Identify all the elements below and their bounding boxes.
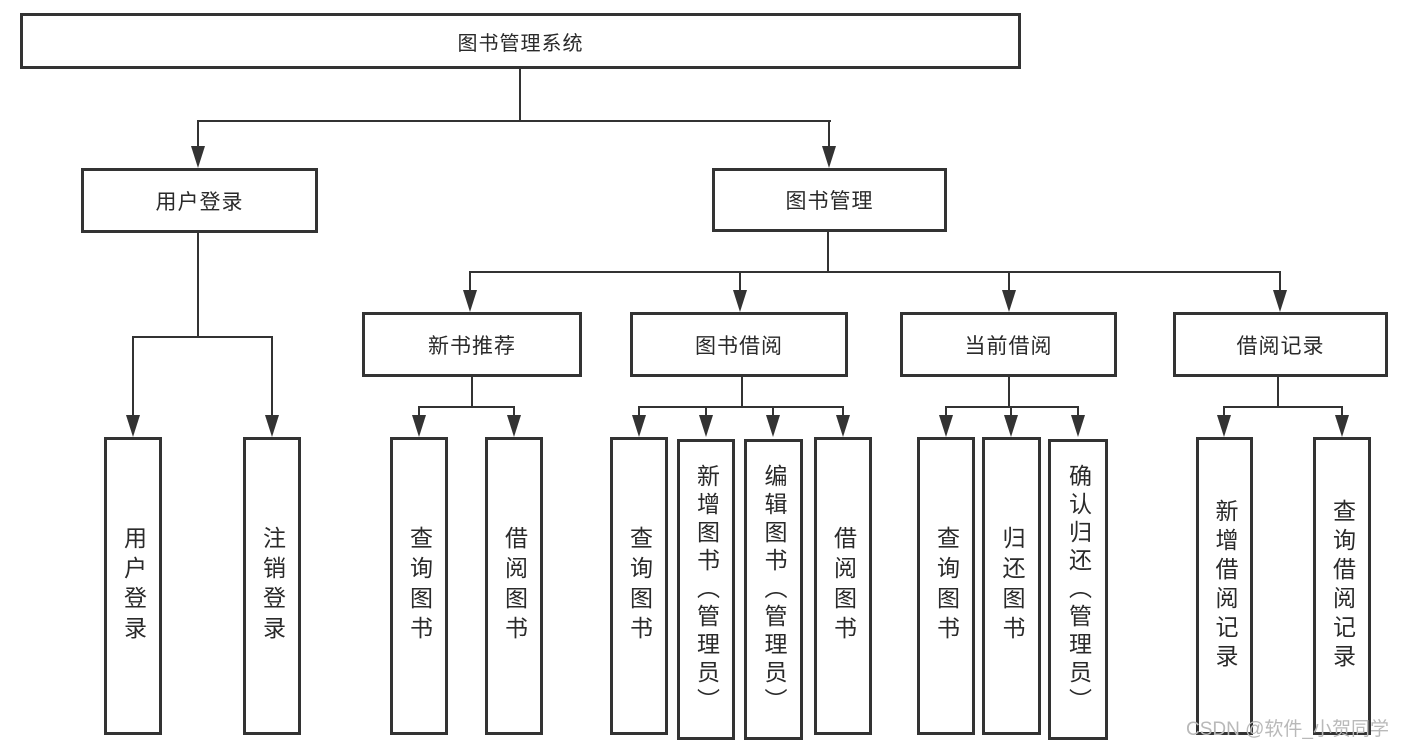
leaf-borrow-edit-books-admin: 编辑图书（管理员） — [744, 439, 803, 740]
arrowhead-icon — [1004, 415, 1018, 437]
node-label: 用户登录 — [120, 526, 147, 646]
leaf-records-add-record: 新增借阅记录 — [1196, 437, 1253, 735]
connector-line — [132, 336, 134, 417]
leaf-current-confirm-return-admin: 确认归还（管理员） — [1048, 439, 1108, 740]
leaf-user-login: 用户登录 — [104, 437, 162, 735]
node-label: 编辑图书（管理员） — [761, 463, 787, 716]
node-label: 图书借阅 — [695, 334, 783, 358]
leaf-current-query-books: 查询图书 — [917, 437, 975, 735]
node-label: 用户登录 — [155, 190, 244, 214]
arrowhead-icon — [836, 415, 850, 437]
node-new-book-recommend: 新书推荐 — [362, 312, 582, 377]
connector-line — [741, 377, 743, 407]
node-label: 查询图书 — [406, 526, 433, 646]
node-user-login: 用户登录 — [81, 168, 318, 233]
node-borrow-records: 借阅记录 — [1173, 312, 1388, 377]
node-current-borrow: 当前借阅 — [900, 312, 1117, 377]
node-root-library-system: 图书管理系统 — [20, 13, 1021, 69]
arrowhead-icon — [632, 415, 646, 437]
arrowhead-icon — [265, 415, 279, 437]
leaf-current-return-books: 归还图书 — [982, 437, 1041, 735]
connector-line — [1010, 406, 1012, 418]
connector-line — [739, 271, 741, 292]
node-label: 图书管理系统 — [457, 32, 584, 55]
connector-line — [827, 232, 829, 273]
connector-line — [1008, 377, 1010, 407]
node-label: 新书推荐 — [428, 334, 516, 358]
connector-line — [132, 336, 273, 338]
connector-line — [469, 271, 471, 292]
connector-line — [828, 120, 830, 148]
connector-line — [638, 406, 640, 418]
connector-line — [469, 271, 1281, 273]
arrowhead-icon — [699, 415, 713, 437]
node-label: 查询图书 — [626, 526, 653, 646]
leaf-logout: 注销登录 — [243, 437, 301, 735]
connector-line — [197, 120, 831, 122]
leaf-borrow-borrow-books: 借阅图书 — [814, 437, 872, 735]
connector-line — [1223, 406, 1225, 418]
connector-line — [197, 233, 199, 338]
leaf-recommend-borrow-books: 借阅图书 — [485, 437, 543, 735]
arrowhead-icon — [939, 415, 953, 437]
arrowhead-icon — [1335, 415, 1349, 437]
connector-line — [1341, 406, 1343, 418]
connector-line — [418, 406, 515, 408]
node-label: 查询借阅记录 — [1329, 499, 1356, 673]
connector-line — [842, 406, 844, 418]
node-label: 注销登录 — [259, 526, 286, 646]
connector-line — [638, 406, 844, 408]
connector-line — [705, 406, 707, 418]
node-label: 借阅图书 — [501, 526, 528, 646]
connector-line — [772, 406, 774, 418]
node-book-management: 图书管理 — [712, 168, 947, 232]
connector-line — [1008, 271, 1010, 292]
arrowhead-icon — [191, 146, 205, 168]
node-label: 借阅记录 — [1236, 334, 1325, 358]
connector-line — [418, 406, 420, 418]
leaf-recommend-query-books: 查询图书 — [390, 437, 448, 735]
arrowhead-icon — [412, 415, 426, 437]
connector-line — [945, 406, 1079, 408]
node-label: 新增图书（管理员） — [693, 463, 720, 716]
connector-line — [1223, 406, 1343, 408]
connector-line — [519, 69, 521, 122]
arrowhead-icon — [766, 415, 780, 437]
node-label: 图书管理 — [785, 190, 874, 213]
node-book-borrow: 图书借阅 — [630, 312, 848, 377]
arrowhead-icon — [507, 415, 521, 437]
arrowhead-icon — [1002, 290, 1016, 312]
connector-line — [513, 406, 515, 418]
node-label: 当前借阅 — [964, 334, 1053, 358]
connector-line — [271, 336, 273, 417]
node-label: 归还图书 — [999, 526, 1025, 646]
arrowhead-icon — [822, 146, 836, 168]
node-label: 确认归还（管理员） — [1065, 463, 1092, 716]
connector-line — [1277, 377, 1279, 407]
node-label: 借阅图书 — [830, 526, 857, 646]
arrowhead-icon — [1273, 290, 1287, 312]
arrowhead-icon — [1217, 415, 1231, 437]
csdn-watermark: CSDN @软件_小贺同学 — [1186, 719, 1389, 740]
connector-line — [1077, 406, 1079, 418]
connector-line — [945, 406, 947, 418]
connector-line — [471, 377, 473, 407]
arrowhead-icon — [463, 290, 477, 312]
arrowhead-icon — [733, 290, 747, 312]
connector-line — [197, 120, 199, 148]
leaf-records-query-record: 查询借阅记录 — [1313, 437, 1371, 735]
leaf-borrow-add-books-admin: 新增图书（管理员） — [677, 439, 735, 740]
connector-line — [1279, 271, 1281, 292]
arrowhead-icon — [126, 415, 140, 437]
arrowhead-icon — [1071, 415, 1085, 437]
leaf-borrow-query-books: 查询图书 — [610, 437, 668, 735]
node-label: 查询图书 — [933, 526, 960, 646]
node-label: 新增借阅记录 — [1212, 499, 1238, 673]
